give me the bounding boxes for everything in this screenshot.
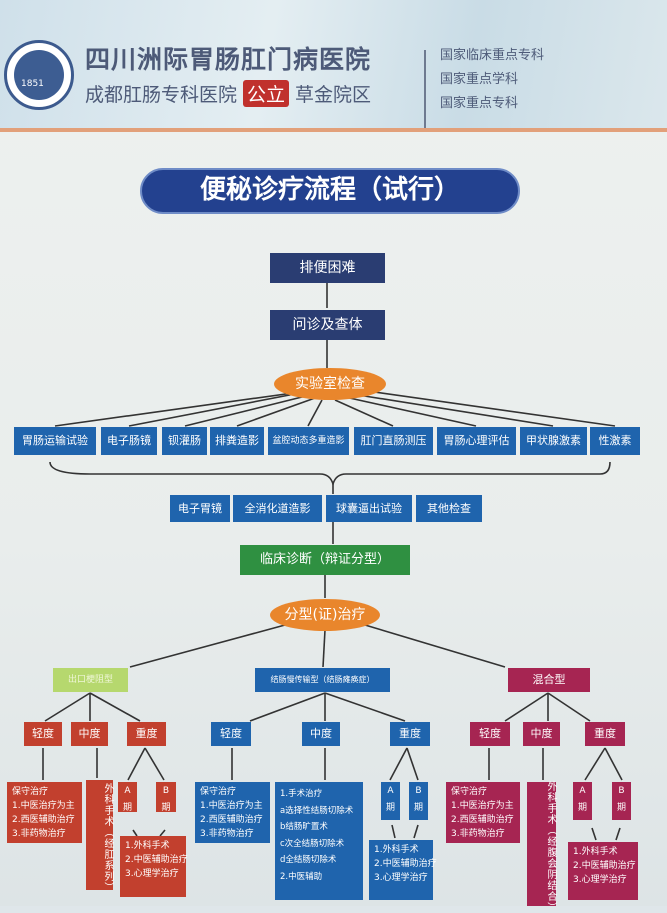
honor-3: 国家重点专科: [440, 96, 519, 111]
box-text: 2.西医辅助治疗: [12, 814, 75, 825]
box-text: 期: [385, 802, 395, 813]
t3-severe: 重度: [585, 722, 625, 746]
box-text: 2.中医辅助: [280, 871, 323, 882]
box-text: 1.外科手术: [573, 847, 618, 857]
box-text: 1.中医治疗为主: [200, 800, 263, 811]
box-text: 2.中医辅助治疗: [125, 854, 188, 865]
extra-test-3: 其他检查: [416, 495, 482, 522]
hospital-header: 1851 四川洲际胃肠肛门病医院 成都肛肠专科医院 公立 草金院区 国家临床重点…: [0, 0, 667, 130]
test-1: 电子肠镜: [101, 427, 157, 455]
box-text: 2.中医辅助治疗: [374, 858, 437, 869]
box-text: c次全结肠切除术: [280, 838, 345, 849]
t2-severe-treatment: 1.外科手术 2.中医辅助治疗 3.心理学治疗: [369, 840, 437, 900]
box-text: a选择性结肠切除术: [280, 805, 354, 816]
t3-moderate: 中度: [523, 722, 560, 746]
t3-mild-treatment: 保守治疗 1.中医治疗为主 2.西医辅助治疗 3.非药物治疗: [446, 782, 520, 843]
box-text: 3.心理学治疗: [573, 874, 627, 885]
box-text: 1.外科手术: [125, 841, 170, 851]
box-text: d全结肠切除术: [280, 855, 337, 866]
box-text: 保守治疗: [451, 787, 488, 797]
box-text: 期: [577, 802, 587, 813]
t1-severe-treatment: 1.外科手术 2.中医辅助治疗 3.心理学治疗: [120, 836, 188, 897]
t3-mild: 轻度: [470, 722, 510, 746]
box-text: 2.西医辅助治疗: [451, 814, 514, 825]
box-text: 1.中医治疗为主: [12, 800, 75, 811]
campus-name: 草金院区: [295, 84, 372, 106]
extra-test-2: 球囊逼出试验: [326, 495, 412, 522]
t3-severe-treatment: 1.外科手术 2.中医辅助治疗 3.心理学治疗: [568, 842, 638, 900]
honor-1: 国家临床重点专科: [440, 48, 545, 63]
box-text: A: [387, 786, 394, 796]
node-difficult-defecation: 排便困难: [270, 253, 385, 283]
test-4: 盆腔动态多重造影: [268, 427, 349, 455]
box-text: B: [162, 786, 170, 796]
t1-mild-treatment: 保守治疗 1.中医治疗为主 2.西医辅助治疗 3.非药物治疗: [7, 782, 82, 843]
node-typed-treatment: 分型(证)治疗: [270, 599, 380, 631]
box-text: 3.非药物治疗: [200, 828, 254, 839]
box-text: 期: [122, 802, 132, 813]
extra-test-1: 全消化道造影: [233, 495, 322, 522]
extra-test-0: 电子胃镜: [170, 495, 230, 522]
box-text: 1.手术治疗: [280, 789, 323, 799]
t2-mild-treatment: 保守治疗 1.中医治疗为主 2.西医辅助治疗 3.非药物治疗: [195, 782, 270, 843]
hospital-logo: 1851: [4, 40, 74, 110]
test-0: 胃肠运输试验: [14, 427, 96, 455]
t2-moderate: 中度: [302, 722, 340, 746]
t1-moderate-treatment: 外科手术（经肛系列）: [86, 780, 113, 893]
box-text: 期: [413, 802, 423, 813]
box-text: 保守治疗: [12, 787, 49, 797]
t1-moderate: 中度: [71, 722, 108, 746]
box-text: 期: [616, 802, 626, 813]
t2-mild: 轻度: [211, 722, 251, 746]
test-7: 甲状腺激素: [520, 427, 587, 455]
node-consultation: 问诊及查体: [270, 310, 385, 340]
box-text: 保守治疗: [200, 787, 237, 797]
t3-moderate-treatment: 外科手术（经腹会阴结合）: [527, 781, 556, 913]
test-6: 胃肠心理评估: [437, 427, 516, 455]
header-divider: [424, 50, 426, 130]
type-mixed: 混合型: [508, 668, 590, 692]
t2-moderate-treatment: 1.手术治疗 a选择性结肠切除术 b结肠旷置术 c次全结肠切除术 d全结肠切除术 2.中医…: [275, 782, 363, 900]
node-clinical-diagnosis: 临床诊断（辩证分型）: [240, 545, 410, 575]
box-text: 2.西医辅助治疗: [200, 814, 263, 825]
hospital-subtitle: 成都肛肠专科医院: [85, 84, 238, 106]
test-5: 肛门直肠测压: [354, 427, 433, 455]
test-3: 排粪造影: [210, 427, 264, 455]
header-stripe: [0, 128, 667, 132]
box-text: B: [618, 786, 625, 796]
poster-title: 便秘诊疗流程（试行）: [140, 168, 520, 214]
box-text: B: [415, 786, 422, 796]
box-text: 3.非药物治疗: [451, 828, 505, 839]
box-text: A: [124, 786, 131, 796]
test-8: 性激素: [590, 427, 640, 455]
hospital-name: 四川洲际胃肠肛门病医院: [85, 45, 372, 74]
box-text: 1.中医治疗为主: [451, 800, 514, 811]
type-slow-transit: 结肠慢传输型（结肠瘫痪症）: [255, 668, 390, 692]
type-outlet-obstruction: 出口梗阻型: [53, 668, 128, 692]
box-text: 2.中医辅助治疗: [573, 860, 636, 871]
honor-2: 国家重点学科: [440, 72, 519, 87]
box-text: 3.心理学治疗: [374, 872, 428, 883]
box-text: 3.非药物治疗: [12, 828, 66, 839]
t1-mild: 轻度: [24, 722, 62, 746]
t1-severe: 重度: [127, 722, 166, 746]
node-lab-tests: 实验室检查: [274, 368, 386, 400]
box-text: A: [579, 786, 586, 796]
public-badge: 公立: [243, 80, 290, 107]
box-text: 1.外科手术: [374, 845, 419, 855]
box-text: 期: [161, 802, 171, 813]
t2-severe: 重度: [390, 722, 430, 746]
test-2: 钡灌肠: [162, 427, 207, 455]
box-text: b结肠旷置术: [280, 822, 328, 833]
box-text: 3.心理学治疗: [125, 868, 179, 879]
